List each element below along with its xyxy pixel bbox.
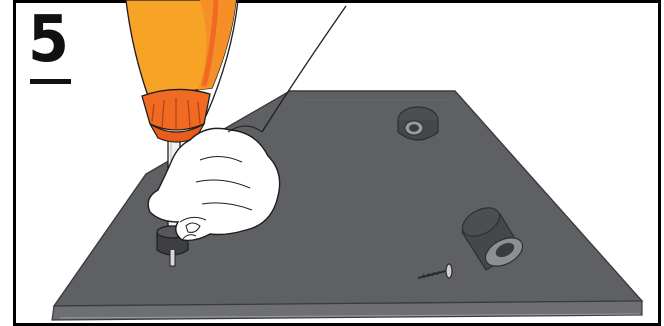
step-number: 5: [28, 8, 70, 72]
board-icon: [52, 91, 642, 320]
spacer-icon: [398, 107, 438, 140]
step-number-underline: [30, 79, 71, 84]
